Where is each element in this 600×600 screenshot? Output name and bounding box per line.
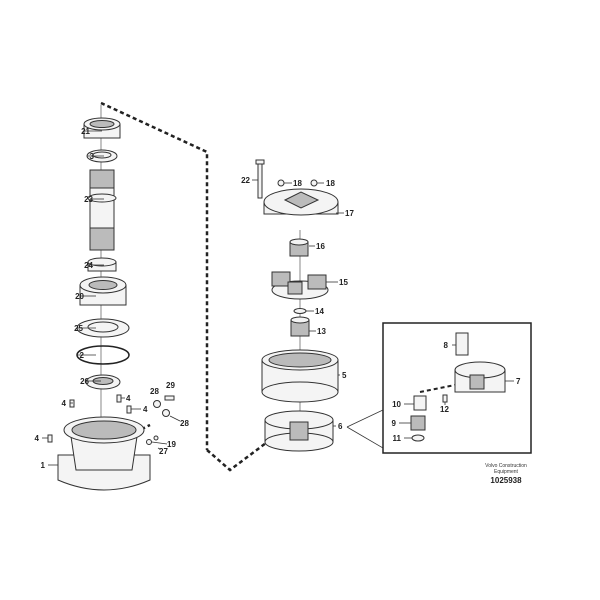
callout-4: 4	[126, 394, 131, 403]
washer-14	[293, 308, 307, 314]
assembly-dash-line	[206, 439, 271, 472]
callout-28: 28	[180, 419, 189, 428]
callout-24: 24	[84, 261, 93, 270]
callout-22: 22	[241, 176, 250, 185]
callout-18: 18	[293, 179, 302, 188]
callout-15: 15	[339, 278, 348, 287]
small-parts	[47, 394, 175, 445]
callout-16: 16	[316, 242, 325, 251]
caption-brand-2: Equipment	[494, 469, 519, 475]
ring-24	[87, 257, 117, 272]
callout-18: 18	[326, 179, 335, 188]
callout-29: 29	[166, 381, 175, 390]
callout-26: 26	[80, 377, 89, 386]
caption-brand: Volvo Construction	[485, 463, 527, 469]
callout-8: 8	[444, 341, 449, 350]
callout-23: 23	[84, 195, 93, 204]
assembly-dash-line	[100, 101, 209, 450]
seal-26	[85, 374, 121, 390]
callout-10: 10	[392, 400, 401, 409]
callout-12: 12	[440, 405, 449, 414]
inset-parts	[410, 332, 506, 442]
callout-13: 13	[317, 327, 326, 336]
callout-9: 9	[392, 419, 397, 428]
callout-4: 4	[143, 405, 148, 414]
callout-20: 20	[75, 292, 84, 301]
callout-4: 4	[62, 399, 67, 408]
callout-19: 19	[167, 440, 176, 449]
ring-gear-5	[261, 349, 339, 403]
gear-16	[289, 238, 309, 257]
planet-carrier-15	[271, 271, 329, 300]
callout-25: 25	[74, 324, 83, 333]
callout-3: 3	[90, 152, 95, 161]
callout-7: 7	[516, 377, 521, 386]
cover-17	[263, 188, 339, 216]
detail-inset-frame	[382, 322, 532, 454]
callout-11: 11	[393, 434, 402, 443]
carrier-6	[264, 410, 334, 452]
callout-14: 14	[315, 307, 324, 316]
housing-1	[57, 416, 151, 491]
shaft-23	[87, 169, 117, 251]
callout-28: 28	[150, 387, 159, 396]
drawing-number: 1025938	[490, 476, 522, 485]
callout-4: 4	[35, 434, 40, 443]
callout-5: 5	[342, 371, 347, 380]
seal-25	[76, 318, 130, 338]
callout-6: 6	[338, 422, 343, 431]
gear-13	[290, 316, 310, 337]
callout-21: 21	[81, 127, 90, 136]
callout-27: 27	[159, 447, 168, 456]
callout-17: 17	[345, 209, 354, 218]
bolt-22	[255, 159, 265, 199]
callout-2: 2	[80, 351, 85, 360]
bearing-20	[79, 276, 127, 306]
callout-1: 1	[41, 461, 46, 470]
